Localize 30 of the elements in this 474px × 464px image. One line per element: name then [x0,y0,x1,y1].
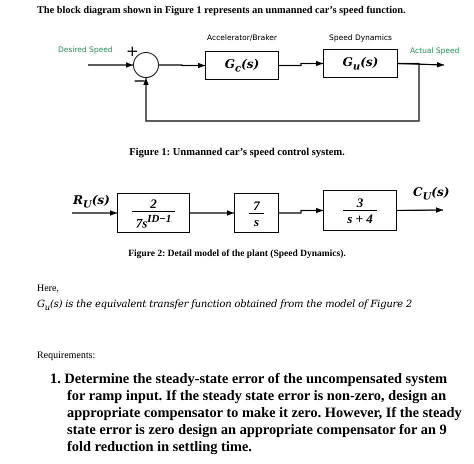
numerator: 3 [356,195,364,210]
arrow [397,207,443,213]
figure-caption: Figure 2: Detail model of the plant (Speed Dynamics). [127,249,347,259]
title: The block diagram shown in Figure 1 represents an unmanned car’s speed function. [37,5,407,16]
transfer-function-block [117,193,190,233]
arrow [279,208,323,214]
numerator: 2 [149,196,158,211]
numerator: 7 [252,198,262,212]
arrow [159,62,205,68]
note-text: Here, [37,283,59,294]
transfer-function-block [323,190,397,231]
denominator: 7s$^{ID−1}$ [132,210,176,230]
signal-label: R$_{U}$(s) [73,193,110,210]
transfer-function-block: G$_{u}$(s) [323,49,398,78]
denominator: s [249,212,264,228]
transfer-function-block [234,193,279,233]
transfer-function-block: G$_{c}$(s) [205,51,279,80]
heading: Requirements: [37,350,96,361]
figure-caption: Figure 1: Unmanned car’s speed control system. [128,147,346,158]
plus-sign: + [126,42,139,60]
arrow [279,60,323,66]
note-text: G$_{u}$(s) is the equivalent transfer function obtained from the model of Figure 2 [37,299,412,312]
arrow [88,62,133,68]
requirement-item: 1. Determine the steady-state error of the uncompensated system for ramp input. If the steady state error is non-zero, design an appropriate compensator to make it zero. However, If the steady state error is zero design an appropriate compensator for an 9 fold reduction in settling time. [50,371,463,456]
arrow [143,62,420,122]
arrow [72,210,117,216]
signal-label: C$_{U}$(s) [413,185,450,202]
minus-sign: − [133,71,146,90]
denominator: s + 4 [343,210,377,226]
arrow [190,210,234,216]
